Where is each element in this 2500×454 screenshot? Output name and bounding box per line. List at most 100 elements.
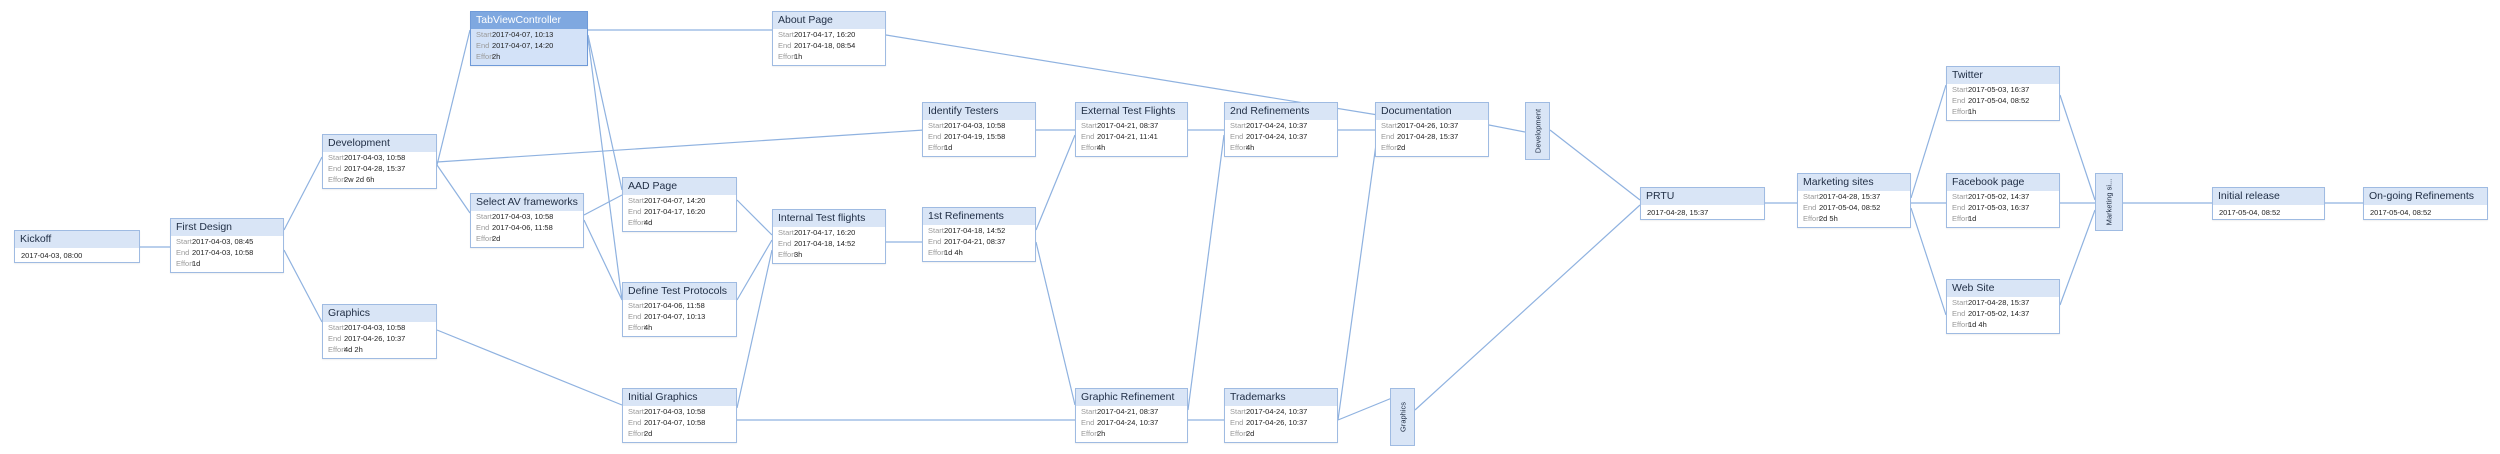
task-end: 2017-04-06, 11:58 — [492, 223, 553, 232]
group-end-development[interactable]: Development — [1525, 102, 1550, 160]
task-effort: 2h — [492, 52, 501, 61]
task-start: 2017-04-26, 10:37 — [1397, 121, 1459, 130]
task-effort: 1h — [1968, 107, 1977, 116]
task-end: 2017-04-26, 10:37 — [344, 334, 406, 343]
group-end-label: Development — [1533, 108, 1542, 154]
task-end: 2017-05-04, 08:52 — [1968, 96, 2030, 105]
task-start: 2017-04-06, 11:58 — [644, 301, 705, 310]
task-effort: 3h — [794, 250, 803, 259]
task-documentation[interactable]: Documentation Start2017-04-26, 10:37 End… — [1375, 102, 1489, 157]
task-start: 2017-04-21, 08:37 — [1097, 407, 1159, 416]
task-effort: 2d — [1246, 429, 1255, 438]
task-title: Marketing sites — [1798, 174, 1910, 191]
milestone-date: 2017-04-03, 08:00 — [21, 251, 83, 260]
task-end: 2017-04-21, 11:41 — [1097, 132, 1158, 141]
task-2nd-refinements[interactable]: 2nd Refinements Start2017-04-24, 10:37 E… — [1224, 102, 1338, 157]
task-tabviewcontroller[interactable]: TabViewController Start2017-04-07, 10:13… — [470, 11, 588, 66]
task-end: 2017-04-07, 10:58 — [644, 418, 706, 427]
task-end: 2017-04-28, 15:37 — [1397, 132, 1459, 141]
group-end-marketing[interactable]: Marketing si... — [2095, 173, 2123, 231]
task-end: 2017-05-04, 08:52 — [1819, 203, 1881, 212]
task-effort: 4d — [644, 218, 653, 227]
milestone-title: On-going Refinements — [2364, 188, 2487, 205]
group-end-graphics[interactable]: Graphics — [1390, 388, 1415, 446]
task-define-test-protocols[interactable]: Define Test Protocols Start2017-04-06, 1… — [622, 282, 737, 337]
task-end: 2017-04-21, 08:37 — [944, 237, 1006, 246]
task-effort: 2d — [644, 429, 653, 438]
task-graphic-refinement[interactable]: Graphic Refinement Start2017-04-21, 08:3… — [1075, 388, 1188, 443]
task-title: 2nd Refinements — [1225, 103, 1337, 120]
task-end: 2017-05-02, 14:37 — [1968, 309, 2030, 318]
task-start: 2017-04-03, 10:58 — [492, 212, 554, 221]
task-1st-refinements[interactable]: 1st Refinements Start2017-04-18, 14:52 E… — [922, 207, 1036, 262]
task-title: Facebook page — [1947, 174, 2059, 191]
task-start: 2017-04-24, 10:37 — [1246, 407, 1308, 416]
task-start: 2017-04-07, 10:13 — [492, 30, 554, 39]
task-effort: 2w 2d 6h — [344, 175, 375, 184]
task-title: 1st Refinements — [923, 208, 1035, 225]
task-effort: 1d — [944, 143, 953, 152]
task-start: 2017-04-03, 10:58 — [944, 121, 1006, 130]
task-end: 2017-04-26, 10:37 — [1246, 418, 1308, 427]
milestone-title: Kickoff — [15, 231, 139, 248]
task-start: 2017-04-24, 10:37 — [1246, 121, 1308, 130]
milestone-date: 2017-05-04, 08:52 — [2219, 208, 2281, 217]
task-title: Graphic Refinement — [1076, 389, 1187, 406]
task-end: 2017-04-18, 08:54 — [794, 41, 856, 50]
task-end: 2017-04-03, 10:58 — [192, 248, 254, 257]
task-effort: 2h — [1097, 429, 1106, 438]
task-end: 2017-05-03, 16:37 — [1968, 203, 2030, 212]
task-effort: 4d 2h — [344, 345, 363, 354]
milestone-initial-release[interactable]: Initial release 2017-05-04, 08:52 — [2212, 187, 2325, 220]
task-end: 2017-04-07, 14:20 — [492, 41, 554, 50]
task-start: 2017-04-03, 08:45 — [192, 237, 254, 246]
task-title: External Test Flights — [1076, 103, 1187, 120]
task-marketing-sites[interactable]: Marketing sites Start2017-04-28, 15:37 E… — [1797, 173, 1911, 228]
task-title: Documentation — [1376, 103, 1488, 120]
task-external-test-flights[interactable]: External Test Flights Start2017-04-21, 0… — [1075, 102, 1188, 157]
task-end: 2017-04-18, 14:52 — [794, 239, 856, 248]
milestone-title: PRTU — [1641, 188, 1764, 205]
task-start: 2017-04-18, 14:52 — [944, 226, 1006, 235]
milestone-ongoing-refinements[interactable]: On-going Refinements 2017-05-04, 08:52 — [2363, 187, 2488, 220]
task-select-av-frameworks[interactable]: Select AV frameworks Start2017-04-03, 10… — [470, 193, 584, 248]
task-end: 2017-04-07, 10:13 — [644, 312, 706, 321]
task-start: 2017-04-03, 10:58 — [344, 323, 406, 332]
milestone-title: Initial release — [2213, 188, 2324, 205]
task-effort: 4h — [1097, 143, 1106, 152]
task-title: Development — [323, 135, 436, 152]
task-end: 2017-04-17, 16:20 — [644, 207, 706, 216]
milestone-date: 2017-04-28, 15:37 — [1647, 208, 1709, 217]
task-title: Web Site — [1947, 280, 2059, 297]
task-identify-testers[interactable]: Identify Testers Start2017-04-03, 10:58 … — [922, 102, 1036, 157]
task-end: 2017-04-24, 10:37 — [1246, 132, 1308, 141]
task-start: 2017-04-17, 16:20 — [794, 30, 856, 39]
task-title: About Page — [773, 12, 885, 29]
task-initial-graphics[interactable]: Initial Graphics Start2017-04-03, 10:58 … — [622, 388, 737, 443]
task-start: 2017-05-02, 14:37 — [1968, 192, 2030, 201]
task-start: 2017-04-07, 14:20 — [644, 196, 706, 205]
task-start: 2017-05-03, 16:37 — [1968, 85, 2030, 94]
task-effort: 1d — [192, 259, 201, 268]
task-title: Graphics — [323, 305, 436, 322]
task-internal-test-flights[interactable]: Internal Test flights Start2017-04-17, 1… — [772, 209, 886, 264]
task-end: 2017-04-24, 10:37 — [1097, 418, 1159, 427]
task-start: 2017-04-21, 08:37 — [1097, 121, 1159, 130]
task-title: Trademarks — [1225, 389, 1337, 406]
milestone-prtu[interactable]: PRTU 2017-04-28, 15:37 — [1640, 187, 1765, 220]
task-title: Select AV frameworks — [471, 194, 583, 211]
task-effort: 1h — [794, 52, 803, 61]
task-facebook-page[interactable]: Facebook page Start2017-05-02, 14:37 End… — [1946, 173, 2060, 228]
task-start: 2017-04-03, 10:58 — [344, 153, 406, 162]
task-title: Twitter — [1947, 67, 2059, 84]
milestone-kickoff[interactable]: Kickoff 2017-04-03, 08:00 — [14, 230, 140, 263]
